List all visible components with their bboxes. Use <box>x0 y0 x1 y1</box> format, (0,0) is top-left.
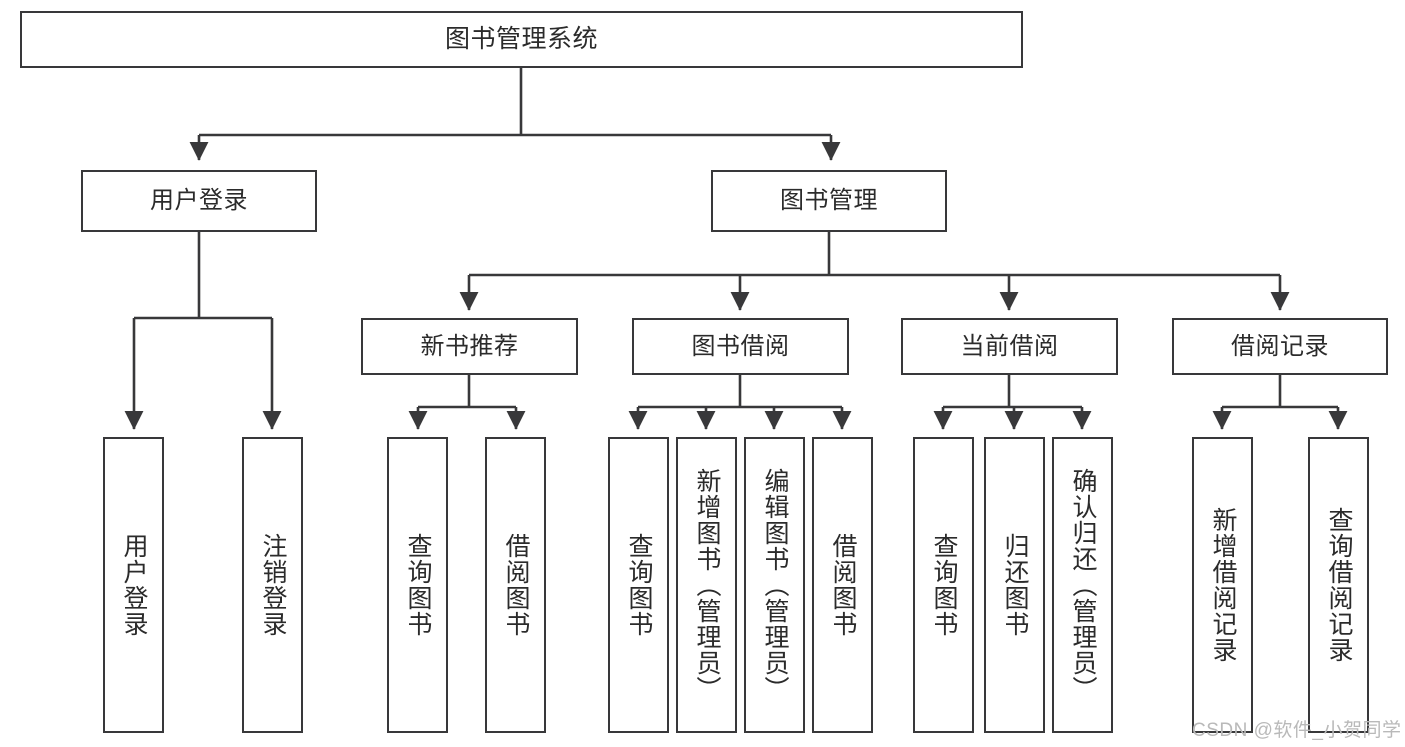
node-borrow-record[interactable]: 借阅记录 <box>1172 318 1388 375</box>
leaf-borrow-book[interactable]: 借阅图书 <box>812 437 873 733</box>
node-user-login[interactable]: 用户登录 <box>81 170 317 232</box>
csdn-watermark: CSDN @软件_小贺同学 <box>1192 720 1402 741</box>
leaf-query-book-current-label: 查询图书 <box>930 533 958 637</box>
leaf-add-book-admin[interactable]: 新增图书（管理员） <box>676 437 737 733</box>
leaf-return-book[interactable]: 归还图书 <box>984 437 1045 733</box>
leaf-user-login[interactable]: 用户登录 <box>103 437 164 733</box>
leaf-confirm-return-admin-label: 确认归还（管理员） <box>1069 468 1097 702</box>
node-borrow-record-label: 借阅记录 <box>1231 332 1329 360</box>
leaf-edit-book-admin[interactable]: 编辑图书（管理员） <box>744 437 805 733</box>
leaf-borrow-book-label: 借阅图书 <box>829 533 857 637</box>
node-root[interactable]: 图书管理系统 <box>20 11 1023 68</box>
node-new-book-recommend[interactable]: 新书推荐 <box>361 318 578 375</box>
leaf-query-borrow-record-label: 查询借阅记录 <box>1325 507 1353 663</box>
leaf-borrow-book-recommend[interactable]: 借阅图书 <box>485 437 546 733</box>
leaf-borrow-book-recommend-label: 借阅图书 <box>502 533 530 637</box>
node-book-borrow[interactable]: 图书借阅 <box>632 318 849 375</box>
leaf-user-login-label: 用户登录 <box>120 533 148 637</box>
node-root-label: 图书管理系统 <box>444 25 598 54</box>
leaf-query-book-current[interactable]: 查询图书 <box>913 437 974 733</box>
leaf-query-book-recommend[interactable]: 查询图书 <box>387 437 448 733</box>
leaf-add-borrow-record[interactable]: 新增借阅记录 <box>1192 437 1253 733</box>
leaf-logout[interactable]: 注销登录 <box>242 437 303 733</box>
node-book-management-label: 图书管理 <box>780 187 878 215</box>
node-current-borrow[interactable]: 当前借阅 <box>901 318 1118 375</box>
node-current-borrow-label: 当前借阅 <box>960 332 1059 360</box>
node-new-book-recommend-label: 新书推荐 <box>420 332 519 360</box>
node-user-login-label: 用户登录 <box>150 187 248 215</box>
leaf-edit-book-admin-label: 编辑图书（管理员） <box>761 468 789 702</box>
leaf-query-book-borrow-label: 查询图书 <box>625 533 653 637</box>
leaf-logout-label: 注销登录 <box>259 533 287 637</box>
leaf-query-book-recommend-label: 查询图书 <box>404 533 432 637</box>
leaf-add-borrow-record-label: 新增借阅记录 <box>1209 507 1237 663</box>
leaf-query-book-borrow[interactable]: 查询图书 <box>608 437 669 733</box>
leaf-add-book-admin-label: 新增图书（管理员） <box>693 468 721 702</box>
leaf-confirm-return-admin[interactable]: 确认归还（管理员） <box>1052 437 1113 733</box>
leaf-return-book-label: 归还图书 <box>1001 533 1029 637</box>
leaf-query-borrow-record[interactable]: 查询借阅记录 <box>1308 437 1369 733</box>
node-book-management[interactable]: 图书管理 <box>711 170 947 232</box>
node-book-borrow-label: 图书借阅 <box>691 332 790 360</box>
